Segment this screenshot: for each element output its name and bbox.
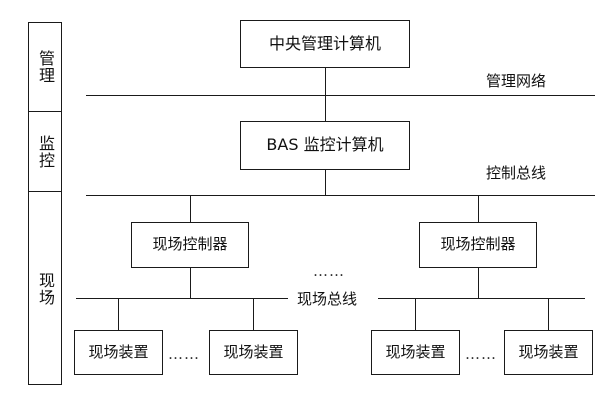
control-bus-line [86, 195, 595, 196]
link-control-bus-to-controller-left [190, 195, 191, 222]
label-control-bus: 控制总线 [483, 162, 550, 183]
node-field-device-4-label: 现场装置 [518, 342, 579, 361]
tier-cell-monitoring: 监控 [29, 111, 61, 191]
node-central-management-computer-label: 中央管理计算机 [268, 33, 381, 53]
link-bas-to-control-bus [325, 170, 326, 196]
node-field-controller-right[interactable]: 现场控制器 [419, 222, 537, 268]
tier-label-management: 管理 [36, 50, 55, 84]
link-controller-right-to-field-bus [478, 268, 479, 298]
field-bus-line-right [378, 298, 585, 299]
node-field-device-3[interactable]: 现场装置 [371, 330, 460, 375]
ellipsis-between-devices-right: …… [463, 345, 499, 363]
link-field-bus-to-device-4 [548, 298, 549, 330]
node-field-controller-left-label: 现场控制器 [152, 235, 228, 254]
tier-cell-management: 管理 [29, 23, 61, 111]
link-control-bus-to-controller-right [478, 195, 479, 222]
tier-cell-field: 现场 [29, 191, 61, 386]
node-field-device-2[interactable]: 现场装置 [209, 330, 298, 375]
node-field-device-3-label: 现场装置 [385, 342, 446, 361]
link-central-to-management-bus [325, 68, 326, 96]
field-bus-line-left [76, 298, 288, 299]
node-field-device-4[interactable]: 现场装置 [504, 330, 593, 375]
node-field-controller-left[interactable]: 现场控制器 [131, 222, 249, 268]
ellipsis-between-devices-left: …… [166, 345, 202, 363]
node-bas-monitoring-computer[interactable]: BAS 监控计算机 [240, 121, 410, 170]
tier-column: 管理 监控 现场 [28, 22, 62, 385]
label-management-network: 管理网络 [483, 70, 550, 91]
management-network-line [86, 95, 595, 96]
ellipsis-between-controllers: …… [311, 262, 347, 280]
tier-label-monitoring: 监控 [36, 134, 55, 169]
node-field-device-1-label: 现场装置 [88, 342, 149, 361]
label-field-bus: 现场总线 [294, 288, 361, 309]
node-field-controller-right-label: 现场控制器 [440, 235, 516, 254]
link-field-bus-to-device-2 [253, 298, 254, 330]
link-field-bus-to-device-3 [415, 298, 416, 330]
node-bas-monitoring-computer-label: BAS 监控计算机 [266, 135, 384, 155]
link-management-bus-to-bas [325, 95, 326, 121]
node-field-device-2-label: 现场装置 [223, 342, 284, 361]
tier-label-field: 现场 [36, 272, 55, 306]
node-field-device-1[interactable]: 现场装置 [74, 330, 163, 375]
link-controller-left-to-field-bus [190, 268, 191, 298]
node-central-management-computer[interactable]: 中央管理计算机 [240, 20, 410, 68]
link-field-bus-to-device-1 [118, 298, 119, 330]
